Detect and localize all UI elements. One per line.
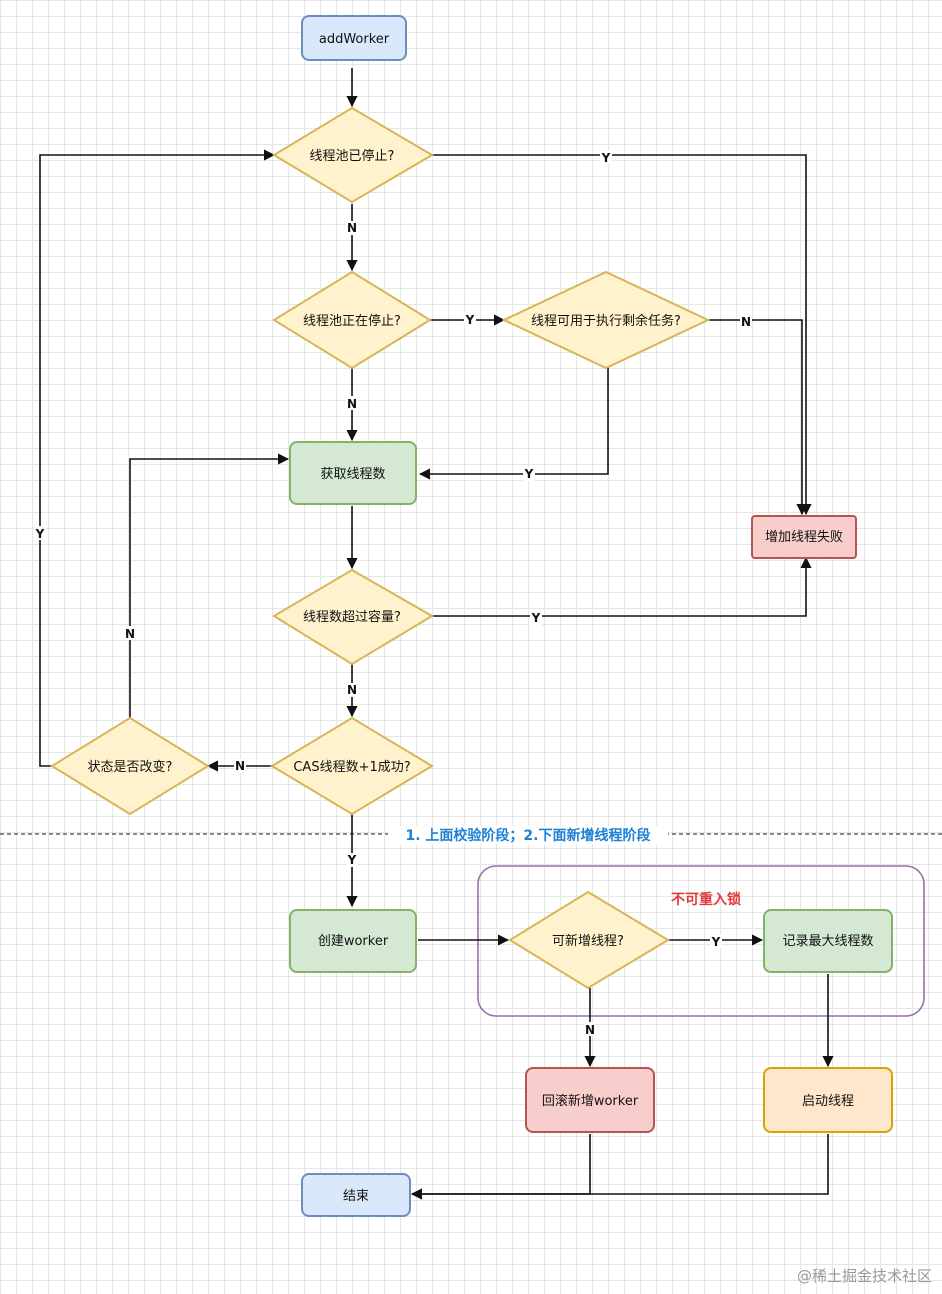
label-pool-stopped-no: N — [347, 221, 357, 235]
node-end-label: 结束 — [343, 1189, 369, 1204]
node-pool-stopping-label: 线程池正在停止? — [303, 313, 401, 329]
lock-region-label: 不可重入锁 — [671, 891, 741, 908]
edge-state-no — [129, 453, 290, 718]
node-start-thread-label: 启动线程 — [802, 1094, 854, 1109]
node-rollback-worker-label: 回滚新增worker — [542, 1093, 639, 1109]
label-cas-no: N — [235, 759, 245, 773]
node-count-exceeds-label: 线程数超过容量? — [303, 609, 401, 625]
label-state-no: N — [125, 627, 135, 641]
node-count-exceeds: 线程数超过容量? — [272, 568, 434, 666]
node-add-worker: addWorker — [301, 15, 407, 61]
node-state-changed-label: 状态是否改变? — [88, 759, 173, 775]
node-record-max-label: 记录最大线程数 — [782, 934, 873, 949]
node-state-changed: 状态是否改变? — [50, 716, 210, 816]
node-create-worker-label: 创建worker — [318, 934, 389, 949]
edge-can-run-yes — [418, 366, 609, 480]
label-state-yes: Y — [35, 527, 45, 541]
label-can-add-no: N — [585, 1023, 595, 1037]
section-label-bg — [388, 826, 668, 844]
label-can-run-no: N — [741, 315, 751, 329]
node-add-worker-label: addWorker — [319, 32, 390, 47]
label-pool-stopping-yes: Y — [465, 313, 475, 327]
node-pool-stopped: 线程池已停止? — [272, 106, 434, 204]
edge-exceeds-yes — [432, 556, 812, 617]
watermark: @稀土掘金技术社区 — [796, 1267, 932, 1285]
node-start-thread: 启动线程 — [763, 1067, 893, 1133]
node-get-thread-count: 获取线程数 — [289, 441, 417, 505]
section-divider-label: 1. 上面校验阶段；2.下面新增线程阶段 — [406, 827, 651, 844]
label-pool-stopped-yes: Y — [601, 151, 611, 165]
edge-start-to-end — [410, 1134, 829, 1200]
node-cas-increment-label: CAS线程数+1成功? — [293, 760, 410, 775]
node-add-thread-failed-label: 增加线程失败 — [765, 530, 843, 545]
node-end: 结束 — [301, 1173, 411, 1217]
node-can-run-remaining: 线程可用于执行剩余任务? — [501, 270, 711, 370]
node-can-add-thread-label: 可新增线程? — [552, 933, 624, 949]
edge-can-run-no — [708, 319, 808, 516]
node-get-thread-count-label: 获取线程数 — [320, 467, 385, 482]
lock-region — [477, 865, 925, 1017]
node-rollback-worker: 回滚新增worker — [525, 1067, 655, 1133]
label-exceeds-no: N — [347, 683, 357, 697]
label-can-add-yes: Y — [711, 935, 721, 949]
label-pool-stopping-no: N — [347, 397, 357, 411]
edge-rollback-to-end — [410, 1134, 591, 1200]
node-record-max: 记录最大线程数 — [763, 909, 893, 973]
node-add-thread-failed: 增加线程失败 — [751, 515, 857, 559]
node-cas-increment: CAS线程数+1成功? — [270, 716, 434, 816]
label-exceeds-yes: Y — [531, 611, 541, 625]
node-pool-stopping: 线程池正在停止? — [272, 270, 432, 370]
node-pool-stopped-label: 线程池已停止? — [310, 148, 395, 164]
label-can-run-yes: Y — [524, 467, 534, 481]
node-can-run-remaining-label: 线程可用于执行剩余任务? — [531, 313, 681, 329]
node-create-worker: 创建worker — [289, 909, 417, 973]
edge-state-yes — [39, 149, 276, 767]
label-cas-yes: Y — [347, 853, 357, 867]
edge-pool-stopped-yes — [432, 154, 812, 516]
node-can-add-thread: 可新增线程? — [508, 890, 670, 990]
